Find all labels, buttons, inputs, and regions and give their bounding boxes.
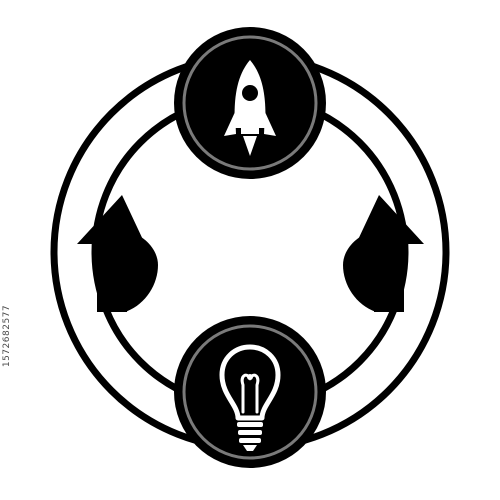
rocket-icon <box>224 60 276 156</box>
image-id-label: 1572682577 <box>2 304 12 368</box>
rocket-badge <box>174 27 326 179</box>
lightbulb-badge <box>174 316 326 468</box>
left-arrow-icon <box>77 195 158 312</box>
lightbulb-icon <box>219 344 281 451</box>
right-arrow-icon <box>343 195 424 312</box>
